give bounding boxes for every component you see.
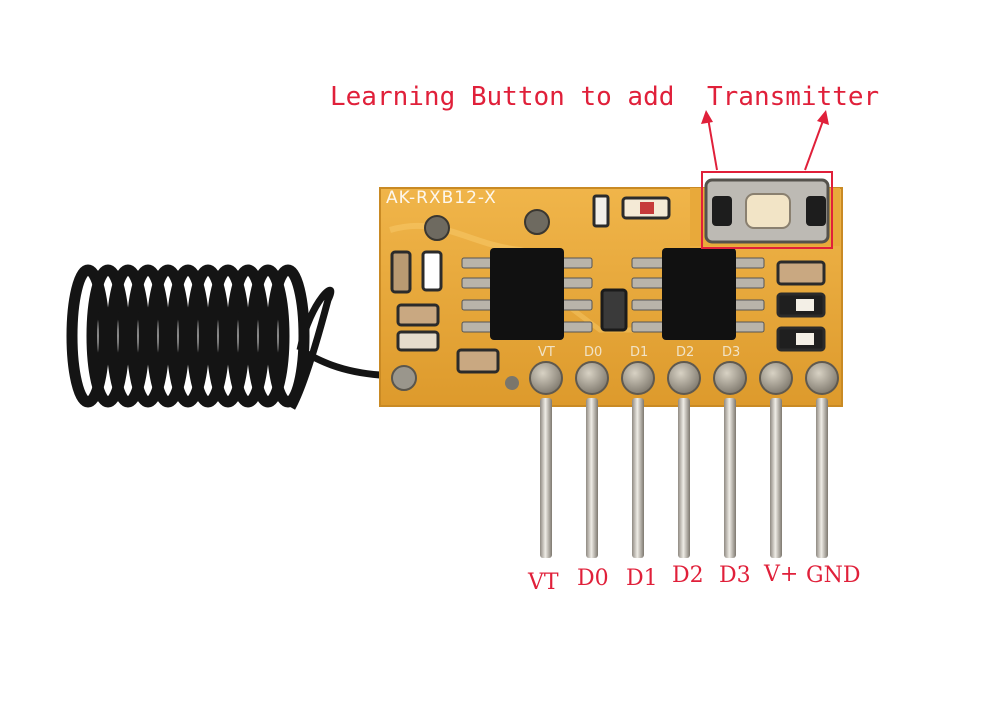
pin-label-d0: D0 [577,566,609,591]
transmitter-caption: Transmitter [707,82,880,112]
smd-components [390,194,826,374]
pin-label-d1: D1 [626,566,658,591]
solder-pads [529,361,839,395]
pad-label-d3: D3 [722,345,741,360]
pin-label-vt: VT [528,570,559,595]
pin-label-d3: D3 [719,563,751,588]
ic-chip-right [631,248,765,340]
learning-button-caption: Learning Button to add [330,82,675,112]
header-pins [540,398,828,558]
pin-label-gnd: GND [806,563,861,588]
pad-label-d1: D1 [630,345,649,360]
pin-label-vplus: V+ [764,562,799,587]
learning-button [690,178,840,246]
board-silkscreen-label: AK-RXB12-X [386,188,497,208]
pad-label-vt: VT [538,345,555,360]
pad-label-d2: D2 [676,345,695,360]
pin-label-d2: D2 [672,563,704,588]
annotation-arrows [701,117,833,249]
pad-label-d0: D0 [584,345,603,360]
antenna-coil [66,264,381,410]
ic-chip-left [461,248,593,340]
arrow-heads [701,110,829,125]
